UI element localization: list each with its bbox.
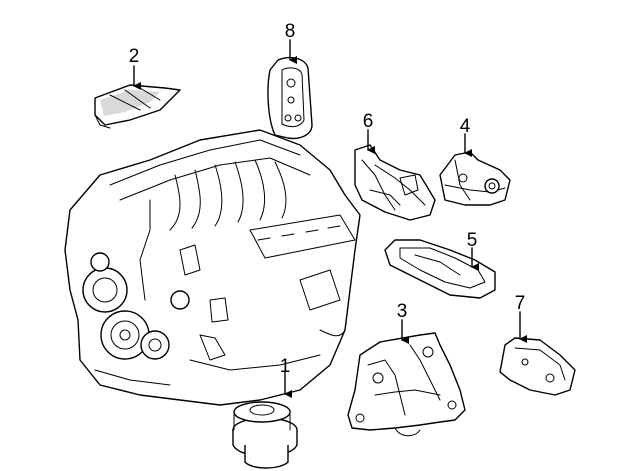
callout-6: 6: [363, 111, 374, 132]
callout-4: 4: [460, 116, 471, 137]
callout-2: 2: [129, 46, 140, 67]
part-8-bracket: [267, 56, 313, 140]
callout-arrows: [133, 39, 527, 398]
part-3-mount-bracket: [347, 332, 466, 437]
engine-assembly: [64, 129, 361, 406]
callout-8: 8: [285, 21, 296, 42]
callout-7: 7: [515, 293, 526, 314]
part-5-bracket-plate: [384, 239, 496, 299]
callout-1: 1: [280, 356, 291, 377]
part-1-insulator: [232, 401, 298, 469]
part-4-engine-mount: [439, 151, 511, 206]
callout-5: 5: [467, 230, 478, 251]
callout-labels: 1 2 3 4 5 6 7 8: [129, 21, 526, 377]
part-7-small-bracket: [499, 337, 576, 396]
callout-3: 3: [397, 301, 408, 322]
part-2-heat-shield: [94, 84, 181, 129]
part-6-mount-bracket: [354, 144, 436, 221]
